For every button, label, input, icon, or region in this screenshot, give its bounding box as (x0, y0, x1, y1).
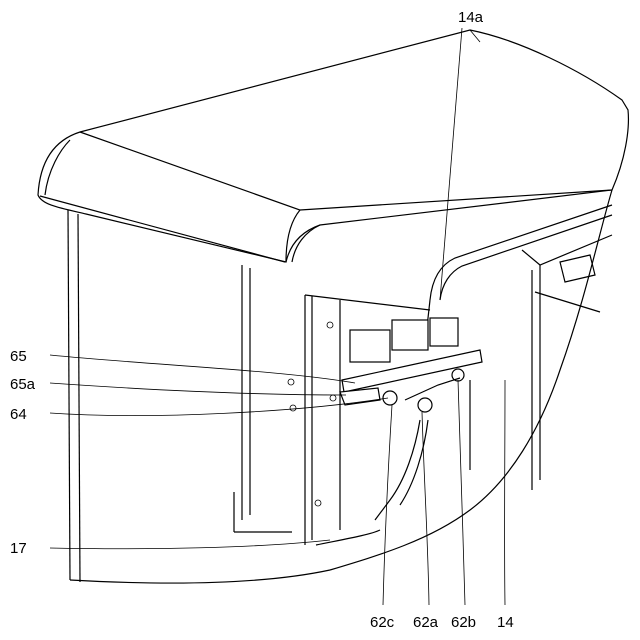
label-14: 14 (497, 614, 514, 631)
leader-17 (50, 540, 330, 549)
leader-65 (50, 355, 355, 383)
valve-assembly (316, 318, 482, 545)
leader-64 (50, 398, 388, 416)
label-65a: 65a (10, 376, 36, 393)
leader-62b (458, 380, 465, 605)
label-62c: 62c (370, 614, 395, 631)
leader-62a (422, 412, 429, 605)
top-cover (38, 30, 628, 262)
label-62a: 62a (413, 614, 439, 631)
leader-62c (383, 405, 392, 605)
label-64: 64 (10, 406, 27, 423)
label-65: 65 (10, 348, 27, 365)
label-17: 17 (10, 540, 27, 557)
left-side-panel (68, 210, 330, 583)
leader-65a (50, 383, 346, 395)
label-14a: 14a (458, 9, 484, 26)
label-62b: 62b (451, 614, 476, 631)
